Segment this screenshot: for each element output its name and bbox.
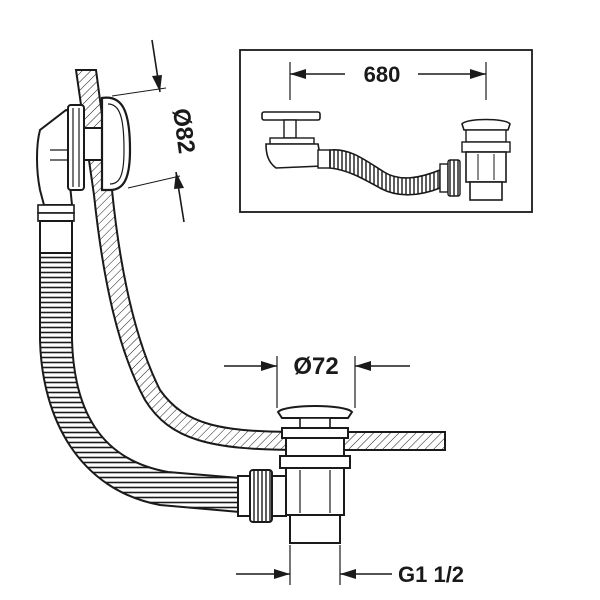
- length-inset: 680: [239, 49, 533, 213]
- overflow-diameter-dimension: Ø82: [111, 39, 200, 223]
- overflow-assembly: [36, 96, 132, 254]
- trap-nut: [237, 469, 287, 523]
- drain-body: [276, 405, 354, 544]
- drain-diameter-label: Ø72: [293, 353, 338, 380]
- thread-size-label: G1 1/2: [398, 562, 464, 587]
- drain-diameter-dimension: Ø72: [224, 353, 410, 408]
- overflow-diameter-label: Ø82: [167, 107, 200, 156]
- thread-size-dimension: G1 1/2: [236, 545, 464, 587]
- bathtub-wall-section: [74, 69, 446, 451]
- total-length-label: 680: [364, 62, 401, 87]
